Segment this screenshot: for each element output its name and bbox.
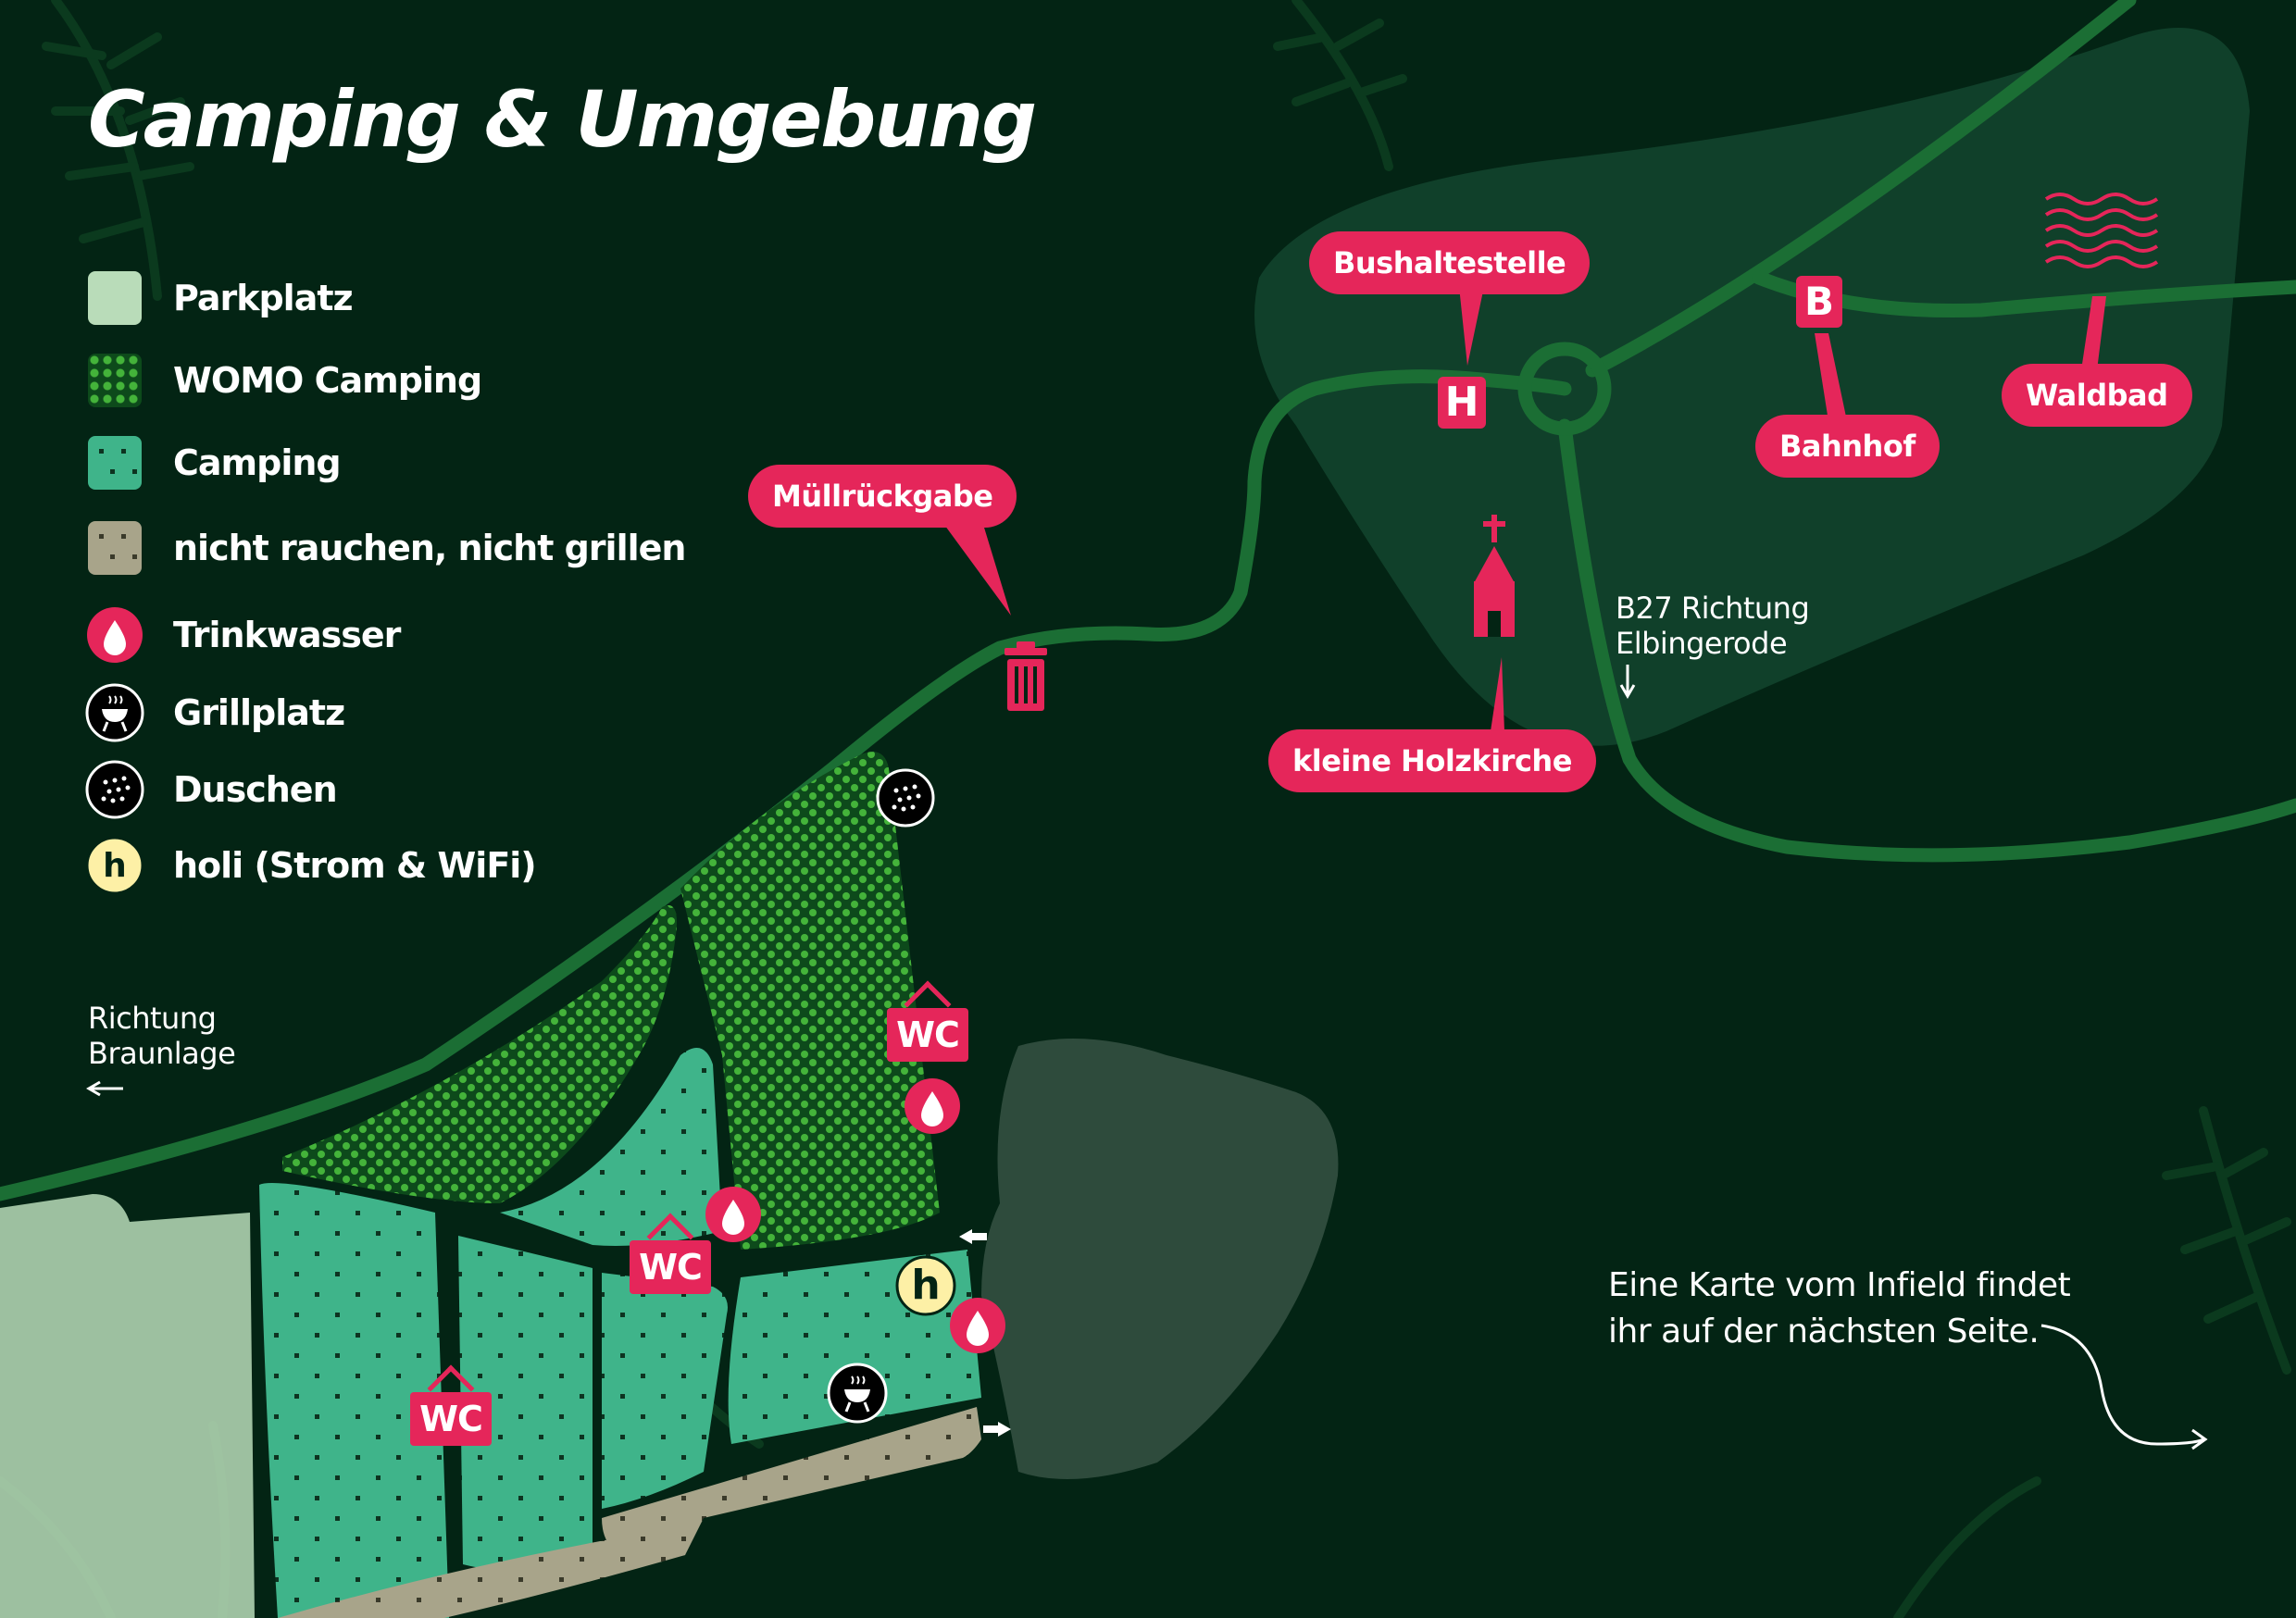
- bus-stop-marker: [1438, 377, 1486, 429]
- camping-swatch: [88, 436, 142, 490]
- legend-grill-icon: [85, 683, 144, 742]
- church-icon: [1474, 515, 1515, 637]
- callout-bushaltestelle: Bushaltestelle: [1309, 231, 1591, 294]
- wc-sign: WC: [410, 1392, 492, 1446]
- direction-b27: B27 Richtung Elbingerode: [1616, 591, 1810, 661]
- direction-b27-line1: B27 Richtung: [1616, 591, 1810, 626]
- lake: [981, 1039, 1339, 1479]
- parking-swatch: [88, 271, 142, 325]
- direction-braunlage-line1: Richtung: [88, 1001, 217, 1036]
- legend-item-grillplatz: Grillplatz: [88, 685, 662, 741]
- direction-braunlage: Richtung Braunlage: [88, 1001, 236, 1071]
- wc-sign: WC: [887, 1008, 968, 1062]
- legend-item-womo: WOMO Camping: [88, 353, 662, 408]
- holi-icon: h: [88, 839, 142, 892]
- waldbad-waves-icon: [2044, 193, 2159, 268]
- legend-item-parkplatz: Parkplatz: [88, 270, 662, 326]
- direction-b27-line2: Elbingerode: [1616, 626, 1788, 661]
- map-holi-letter: h: [911, 1262, 941, 1309]
- wc-sign: WC: [630, 1240, 711, 1294]
- lake-arrows: [959, 1229, 1011, 1437]
- map-holi-icon: [895, 1255, 956, 1316]
- legend-label: Camping: [173, 442, 342, 483]
- no-smoking-swatch: [88, 521, 142, 575]
- legend-item-holi: h holi (Strom & WiFi): [88, 838, 662, 893]
- legend-label: WOMO Camping: [173, 360, 482, 401]
- map-water-drops: [705, 1078, 1005, 1353]
- callout-bahnhof: Bahnhof: [1755, 415, 1940, 478]
- infield-note-line2: ihr auf der nächsten Seite.: [1608, 1313, 2040, 1350]
- map-shower-icon: [876, 768, 935, 828]
- legend-holi-icon: [85, 836, 144, 895]
- legend-item-trinkwasser: Trinkwasser: [88, 607, 662, 663]
- legend-label: nicht rauchen, nicht grillen: [173, 528, 686, 568]
- parking-area: [0, 1194, 255, 1618]
- trash-can-icon: [1004, 641, 1047, 711]
- page-title: Camping & Umgebung: [88, 74, 1037, 165]
- direction-braunlage-line2: Braunlage: [88, 1036, 236, 1071]
- legend-label: holi (Strom & WiFi): [173, 845, 537, 886]
- no-smoking-area-south: [278, 1527, 687, 1618]
- legend-water-drop-icon: [87, 607, 143, 663]
- callout-waldbad: Waldbad: [2002, 364, 2192, 427]
- infield-note: Eine Karte vom Infield findet ihr auf de…: [1608, 1263, 2071, 1355]
- direction-arrows: [86, 665, 2208, 1450]
- legend-item-no-smoking: nicht rauchen, nicht grillen: [88, 520, 686, 576]
- legend-item-duschen: Duschen: [88, 762, 662, 817]
- callout-kleine-holzkirche: kleine Holzkirche: [1268, 729, 1596, 792]
- no-smoking-area: [602, 1407, 981, 1560]
- legend-label: Grillplatz: [173, 692, 345, 733]
- train-station-letter: B: [1803, 279, 1834, 324]
- map-grill-icon: [827, 1363, 888, 1424]
- infield-note-line1: Eine Karte vom Infield findet: [1608, 1266, 2071, 1304]
- womo-swatch: [88, 354, 142, 407]
- legend-label: Duschen: [173, 769, 338, 810]
- grill-icon: [88, 686, 142, 740]
- legend-shower-icon: [85, 760, 144, 819]
- train-station-marker: [1796, 276, 1842, 328]
- womo-areas: [282, 752, 940, 1250]
- shower-icon: [88, 763, 142, 816]
- callout-muellrueckgabe: Müllrückgabe: [748, 465, 1017, 528]
- holi-letter: h: [103, 846, 127, 885]
- callout-pointers: [940, 278, 2106, 731]
- roads: [0, 0, 2296, 1201]
- legend-item-camping: Camping: [88, 435, 662, 491]
- bus-stop-letter: H: [1444, 379, 1479, 426]
- water-drop-icon: [88, 608, 142, 662]
- legend-label: Trinkwasser: [173, 615, 401, 655]
- legend-label: Parkplatz: [173, 278, 354, 318]
